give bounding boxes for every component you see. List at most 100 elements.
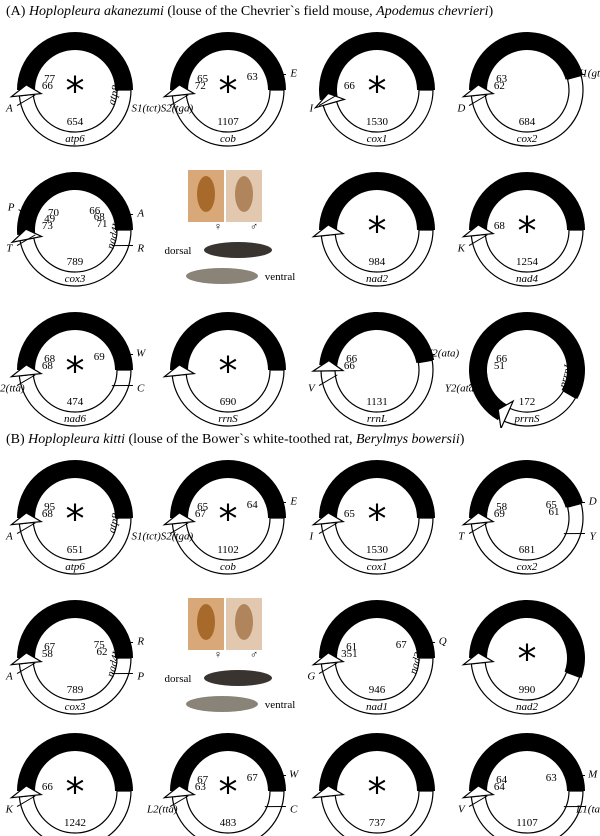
gene-size-number: 64 <box>494 781 506 793</box>
gene-size-number: 71 <box>97 218 108 230</box>
gene-name-label: cox2 <box>517 561 538 573</box>
gene-size-number: 69 <box>494 508 506 520</box>
panel-letter: (A) <box>6 4 26 19</box>
gene-name-label: cox1 <box>367 561 388 573</box>
gene-size-number: 67 <box>195 508 207 520</box>
gene-arrowhead <box>9 84 44 98</box>
gene-name-label: nad3 <box>407 651 424 676</box>
noncoding-star-marker: * <box>219 349 238 393</box>
trna-label: Y1(gta) <box>576 67 600 79</box>
gene-length-label: 684 <box>519 116 536 128</box>
gene-length-label: 1530 <box>366 544 389 556</box>
gene-name-label: cob <box>220 133 236 145</box>
gene-size-number: 72 <box>195 80 206 92</box>
gene-size-number: 69 <box>94 351 106 363</box>
gene-size-number: 70 <box>48 207 60 219</box>
gene-name-label: atp8 <box>106 84 123 106</box>
gene-size-number: 65 <box>197 73 209 85</box>
noncoding-region-arc <box>170 32 286 90</box>
louse-silhouette <box>235 176 253 212</box>
panel-b-diagram: *651atp6atp8A6895*1102cobS1(tct)S2(tga)E… <box>5 459 600 836</box>
trna-label: L2(tta) <box>0 383 25 395</box>
trna-label: K <box>457 243 466 255</box>
gene-name-label: atp6 <box>65 133 85 145</box>
noncoding-region-arc <box>17 312 133 370</box>
trna-arrow <box>16 795 36 807</box>
panel-b-header: (B) Hoplopleura kitti (louse of the Bowe… <box>6 432 464 448</box>
gene-name-label: nad4 <box>516 273 539 285</box>
trna-label: W <box>289 768 299 780</box>
gene-size-number: 67 <box>197 774 209 786</box>
gene-size-number: 66 <box>496 353 508 365</box>
trna-label: Y <box>590 531 598 543</box>
gene-length-label: 1107 <box>516 817 538 829</box>
gene-size-number: 66 <box>42 781 54 793</box>
trna-label: E <box>289 495 297 507</box>
noncoding-star-marker: * <box>518 637 537 681</box>
trna-arrow <box>318 94 338 106</box>
trna-arrow <box>16 234 36 246</box>
gene-size-number: 58 <box>42 648 54 660</box>
noncoding-star-marker: * <box>219 69 238 113</box>
gene-size-number: 67 <box>44 641 56 653</box>
noncoding-region-arc <box>319 600 435 658</box>
gene-arrowhead <box>497 399 515 428</box>
gene-length-label: 1131 <box>366 396 388 408</box>
gene-size-number: 66 <box>89 205 101 217</box>
noncoding-region-arc <box>170 312 286 370</box>
gene-size-number: 65 <box>546 499 558 511</box>
gene-name-label: cob <box>220 561 236 573</box>
gene-length-label: 789 <box>67 256 84 268</box>
gene-arrowhead <box>311 224 346 238</box>
trna-label: T <box>6 243 13 255</box>
trna-label: A <box>5 671 13 683</box>
gene-arrowhead <box>313 92 347 109</box>
noncoding-region-arc <box>17 32 133 90</box>
trna-label: A <box>5 531 13 543</box>
gene-size-number: 62 <box>494 80 505 92</box>
dorsal-label: dorsal <box>165 673 192 685</box>
gene-arrowhead <box>311 785 346 799</box>
louse-silhouette <box>235 604 253 640</box>
gene-name-label: rrnL <box>517 834 537 836</box>
trna-label: S1(tct)S2(tga) <box>131 531 193 543</box>
trna-label: K <box>5 804 14 816</box>
gene-size-number: 63 <box>247 71 259 83</box>
trna-label: Y2(ata) <box>445 383 478 395</box>
trna-label: C <box>137 383 145 395</box>
gene-name-label: rrnL <box>367 413 387 425</box>
gene-arrowhead <box>9 512 44 526</box>
trna-label: L2(tta) <box>146 804 178 816</box>
trna-arrow <box>468 234 488 246</box>
gene-size-number: 66 <box>344 360 356 372</box>
female-symbol: ♀ <box>214 649 222 661</box>
trna-label: G <box>307 671 315 683</box>
gene-arrowhead <box>461 652 496 666</box>
trna-arrow <box>468 795 488 807</box>
gene-arrowhead <box>162 364 197 378</box>
trna-arrow <box>16 374 36 386</box>
noncoding-region-arc <box>469 600 585 678</box>
gene-length-label: 990 <box>519 684 536 696</box>
gene-name-label: cox3 <box>65 701 86 713</box>
coding-region-arc <box>470 790 584 836</box>
noncoding-region-arc <box>468 311 585 421</box>
trna-label: D <box>588 495 597 507</box>
noncoding-region-arc <box>469 172 585 230</box>
noncoding-region-arc <box>17 460 133 518</box>
panel-letter: (B) <box>6 432 25 447</box>
gene-size-number: 68 <box>42 360 54 372</box>
gene-size-number: 73 <box>42 220 54 232</box>
noncoding-region-arc <box>17 600 133 658</box>
gene-size-number: 67 <box>247 772 259 784</box>
gene-size-number: 62 <box>97 646 108 658</box>
gene-size-number: 61 <box>346 641 357 653</box>
noncoding-region-arc <box>170 733 286 791</box>
gene-arrowhead <box>162 84 197 98</box>
gene-size-number: 68 <box>494 220 506 232</box>
